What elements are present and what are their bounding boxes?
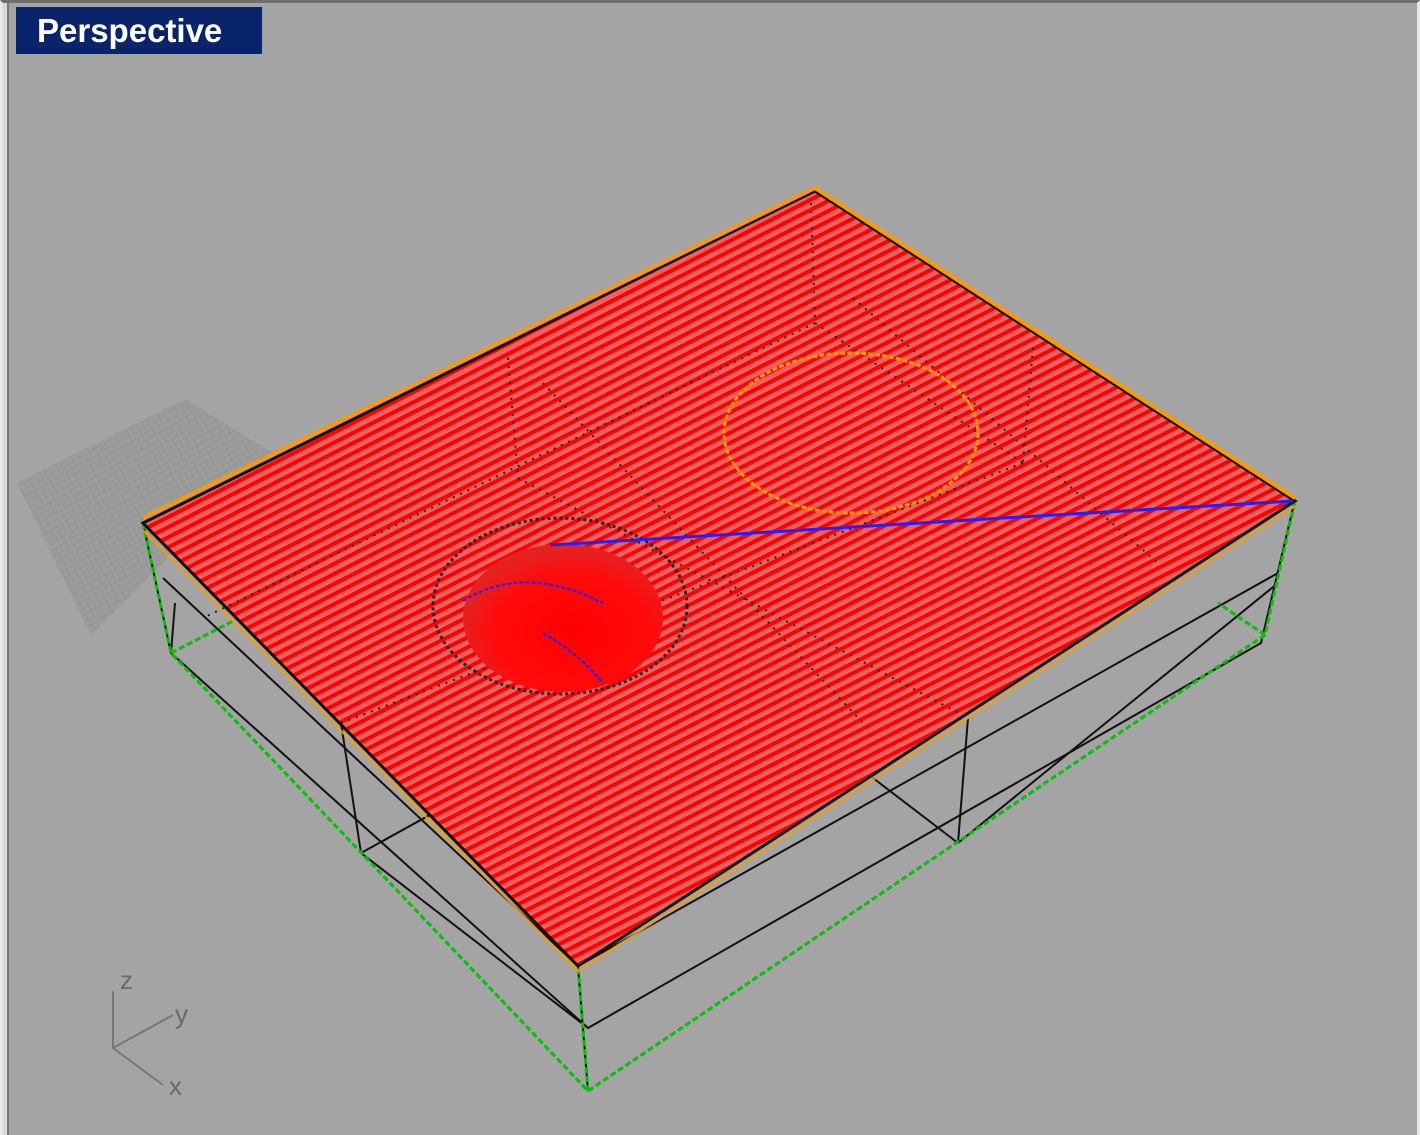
axis-label-y: y (175, 999, 188, 1029)
circle-curve[interactable] (722, 351, 980, 515)
selection-edges (142, 185, 1297, 973)
axis-label-z: z (120, 965, 133, 995)
polyline-curve[interactable] (550, 499, 1294, 547)
surface-internal-wires (202, 202, 1159, 724)
scene-canvas[interactable]: z y x (3, 3, 1420, 1135)
sphere-mesh[interactable] (431, 516, 689, 696)
viewport-title-tab[interactable]: Perspective (16, 7, 262, 54)
viewport-frame-edge (3, 3, 12, 1135)
surface-top-face[interactable] (140, 189, 1298, 968)
world-axis-indicator (112, 991, 174, 1086)
axis-label-x: x (169, 1071, 182, 1101)
